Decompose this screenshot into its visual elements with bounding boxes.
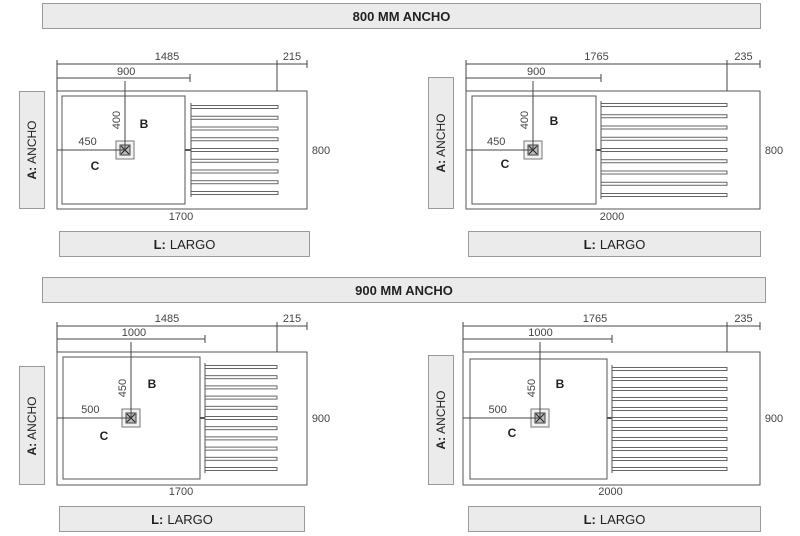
groove (600, 148, 728, 152)
groove (611, 427, 728, 431)
dim-total-value: 1485 (155, 51, 179, 63)
groove (611, 467, 728, 471)
label-c: C (100, 429, 109, 443)
section-title: 800 MM ANCHO (352, 8, 451, 24)
dim-total-value: 1765 (583, 313, 607, 325)
groove (611, 377, 728, 381)
label-b: B (550, 114, 559, 128)
dim-inner-value: 900 (527, 66, 545, 78)
dim-inner-value: 1000 (528, 327, 552, 339)
dim-length-value: 2000 (600, 211, 624, 223)
tray-panel-3: 450 500 B C 1485 1000 215 900 1700 (56, 313, 330, 498)
tray-panel-2: 400 450 B C 1765 900 235 800 2000 (465, 51, 783, 223)
groove (611, 367, 728, 371)
dim-b-value: 450 (117, 379, 129, 397)
dim-total-value: 1485 (155, 313, 179, 325)
groove (190, 115, 279, 120)
ancho-label: A:ANCHO (19, 366, 45, 485)
label-b: B (148, 377, 157, 391)
groove (190, 191, 279, 195)
largo-label: L:LARGO (59, 231, 310, 257)
groove (611, 437, 728, 441)
section-title: 900 MM ANCHO (355, 282, 453, 298)
groove (611, 397, 728, 401)
groove (190, 158, 279, 163)
groove (600, 125, 728, 130)
groove (190, 169, 279, 174)
dim-length-value: 2000 (598, 486, 622, 498)
dim-height-value: 800 (765, 145, 783, 157)
groove (190, 180, 279, 185)
groove (600, 159, 728, 164)
largo-label: L:LARGO (468, 231, 761, 257)
dim-length-value: 1700 (169, 211, 193, 223)
dim-b-value: 400 (519, 111, 531, 129)
label-c: C (501, 157, 510, 171)
groove (611, 387, 728, 391)
dim-height-value: 800 (312, 145, 330, 157)
groove (204, 365, 278, 369)
groove (600, 170, 728, 175)
dim-b-value: 450 (526, 379, 538, 397)
dim-c-value: 500 (488, 404, 506, 416)
dim-b-value: 400 (111, 111, 123, 129)
groove (204, 426, 278, 431)
label-b: B (556, 377, 565, 391)
groove (204, 467, 278, 471)
label-c: C (91, 159, 100, 173)
groove (204, 416, 278, 420)
label-b: B (140, 117, 149, 131)
grooved-area (600, 101, 728, 199)
dim-height-value: 900 (765, 413, 783, 425)
dim-length-value: 1700 (169, 486, 193, 498)
groove (600, 114, 728, 119)
groove (611, 417, 728, 421)
dim-right-value: 215 (283, 51, 301, 63)
largo-label: L:LARGO (468, 506, 761, 532)
groove (611, 447, 728, 451)
groove (204, 436, 278, 441)
grooved-area (190, 103, 279, 197)
section-banner-900: 900 MM ANCHO (42, 277, 766, 303)
groove (204, 405, 278, 410)
grooved-area (611, 365, 728, 473)
ancho-label: A:ANCHO (428, 355, 454, 485)
groove (611, 407, 728, 411)
groove (204, 446, 278, 451)
groove (190, 148, 279, 152)
section-banner-800: 800 MM ANCHO (42, 3, 761, 29)
dim-inner-value: 1000 (122, 327, 146, 339)
groove (600, 193, 728, 197)
groove (600, 136, 728, 141)
ancho-label: A:ANCHO (428, 77, 454, 209)
dim-right-value: 235 (734, 51, 752, 63)
groove (611, 457, 728, 461)
groove (204, 385, 278, 390)
dim-total-value: 1765 (584, 51, 608, 63)
dim-c-value: 450 (487, 136, 505, 148)
dim-right-value: 235 (734, 313, 752, 325)
tray-panel-1: 400 450 B C 1485 900 215 800 1700 (56, 51, 330, 223)
groove (204, 456, 278, 461)
groove (190, 126, 279, 131)
groove (204, 375, 278, 380)
groove (600, 181, 728, 186)
groove (600, 103, 728, 107)
ancho-label: A:ANCHO (19, 91, 45, 209)
groove (190, 105, 279, 109)
groove (204, 395, 278, 400)
dim-inner-value: 900 (117, 66, 135, 78)
label-c: C (508, 426, 517, 440)
grooved-area (204, 363, 278, 473)
dim-right-value: 215 (283, 313, 301, 325)
groove (190, 137, 279, 142)
dim-height-value: 900 (312, 413, 330, 425)
dim-c-value: 500 (81, 404, 99, 416)
tray-panel-4: 450 500 B C 1765 1000 235 900 2000 (462, 313, 783, 498)
dim-c-value: 450 (78, 136, 96, 148)
largo-label: L:LARGO (59, 506, 305, 532)
